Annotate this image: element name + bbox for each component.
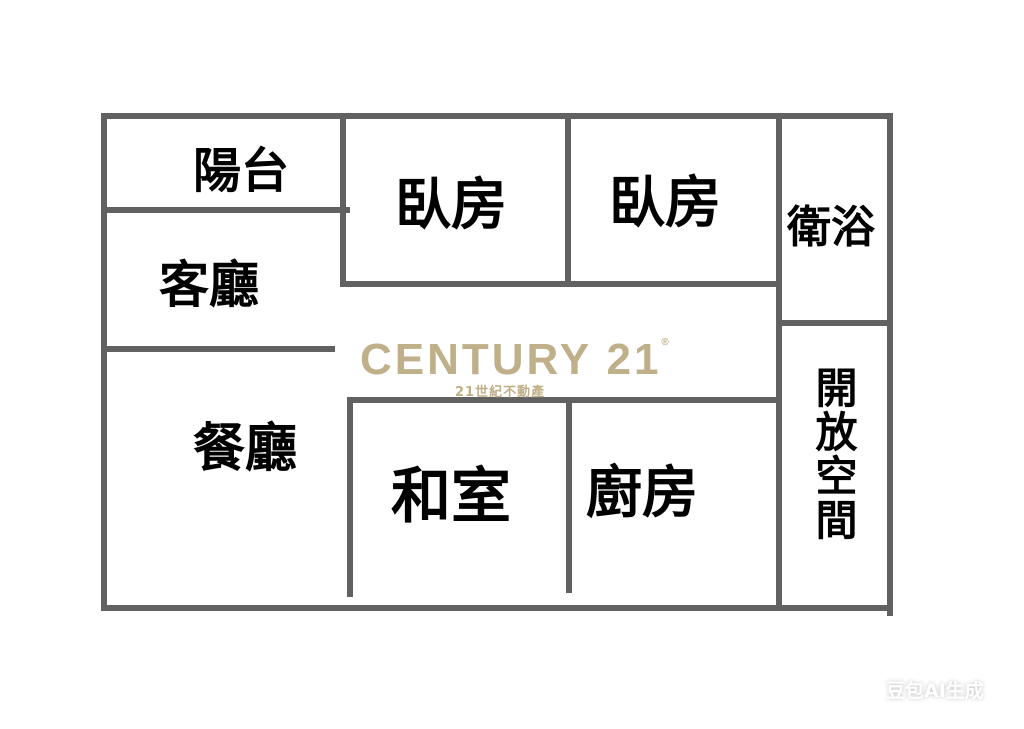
wall-bathroom-openspace [782, 320, 887, 326]
room-label-dining-room: 餐廳 [193, 419, 298, 479]
outer-wall-left [101, 113, 107, 611]
room-label-bedroom-2: 臥房 [609, 171, 721, 236]
wall-bedrooms-bottom [346, 281, 780, 287]
outer-wall-right [887, 113, 893, 616]
ai-watermark: 豆包AI生成 [886, 680, 984, 702]
outer-wall-bottom [101, 605, 893, 611]
logo-text: CENTURY 21 [360, 335, 662, 384]
room-label-bedroom-1: 臥房 [395, 173, 507, 238]
wall-bedroom-divider [565, 119, 571, 285]
room-label-tatami-room: 和室 [391, 462, 511, 532]
outer-wall-top [101, 113, 893, 119]
room-label-open-space: 開放空間 [809, 366, 858, 542]
wall-tatami-kitchen-divider [566, 397, 572, 593]
room-label-bathroom: 衛浴 [787, 202, 875, 253]
room-label-living-room: 客廳 [159, 256, 259, 314]
century21-logo: CENTURY 21® [360, 338, 672, 382]
wall-balcony-living [107, 207, 350, 213]
wall-left-column-divider [340, 119, 346, 287]
registered-mark-icon: ® [661, 337, 672, 348]
logo-subtext: 21世紀不動產 [455, 385, 546, 400]
room-label-kitchen: 廚房 [586, 461, 698, 526]
room-label-balcony: 陽台 [193, 143, 290, 199]
wall-living-dining [107, 346, 335, 352]
wall-tatami-left [347, 397, 353, 597]
wall-tatami-kitchen-top [347, 397, 776, 403]
wall-right-column-divider [776, 119, 782, 611]
